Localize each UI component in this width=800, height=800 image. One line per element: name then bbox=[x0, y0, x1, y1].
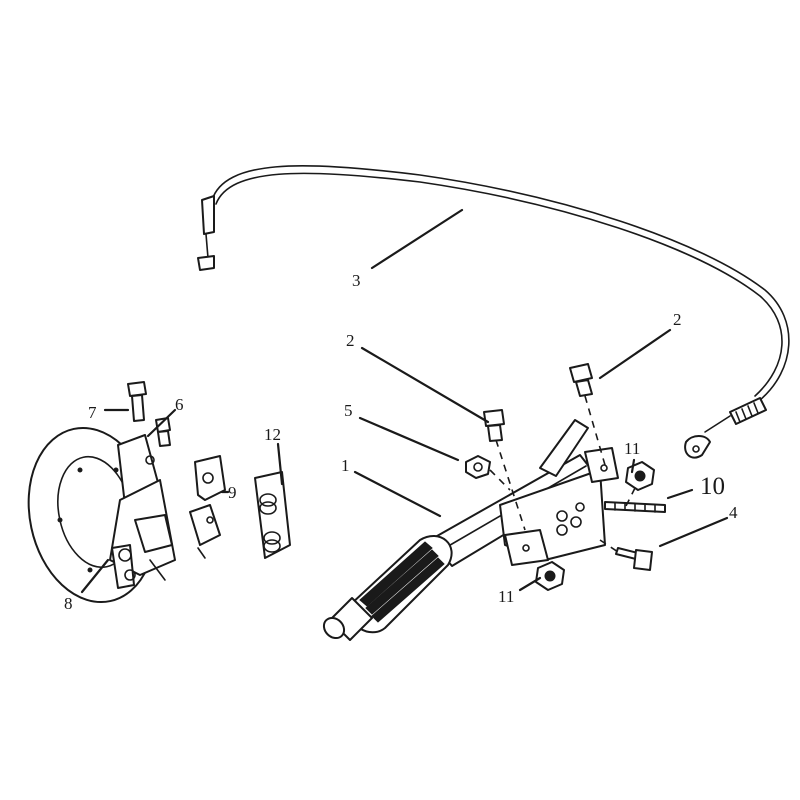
hand-brake-lever bbox=[322, 419, 619, 641]
leader-lines bbox=[80, 208, 729, 594]
nut-5 bbox=[465, 455, 491, 479]
bolt-2-right bbox=[569, 363, 593, 397]
callout-10: 10 bbox=[700, 473, 725, 500]
bolt-6 bbox=[155, 417, 171, 447]
grip-ridges bbox=[359, 541, 445, 623]
callout-1: 1 bbox=[341, 456, 350, 475]
callout-11-upper: 11 bbox=[624, 439, 640, 458]
nut-11-upper bbox=[625, 461, 655, 491]
callout-9: 9 bbox=[228, 483, 237, 502]
bolt-7 bbox=[127, 381, 147, 422]
springs-12 bbox=[254, 471, 291, 559]
callout-8: 8 bbox=[64, 594, 73, 613]
callout-2-right: 2 bbox=[673, 310, 682, 329]
callout-6: 6 bbox=[175, 395, 184, 414]
callout-3: 3 bbox=[352, 271, 361, 290]
callout-12: 12 bbox=[264, 425, 281, 444]
spring-pin-10 bbox=[604, 501, 666, 513]
callout-7: 7 bbox=[88, 403, 97, 422]
callout-4: 4 bbox=[729, 503, 738, 522]
nut-11-lower bbox=[535, 561, 565, 591]
shoe-lever-9 bbox=[189, 455, 226, 559]
brake-disc-assembly bbox=[27, 426, 176, 604]
callout-labels: 3 2 2 5 1 11 10 4 11 7 6 12 9 8 bbox=[64, 271, 738, 613]
callout-5: 5 bbox=[344, 401, 353, 420]
bolt-4 bbox=[615, 547, 653, 571]
bolt-2-left bbox=[483, 409, 505, 442]
callout-2-left: 2 bbox=[346, 331, 355, 350]
brake-cable bbox=[197, 164, 790, 459]
callout-11-lower: 11 bbox=[498, 587, 514, 606]
